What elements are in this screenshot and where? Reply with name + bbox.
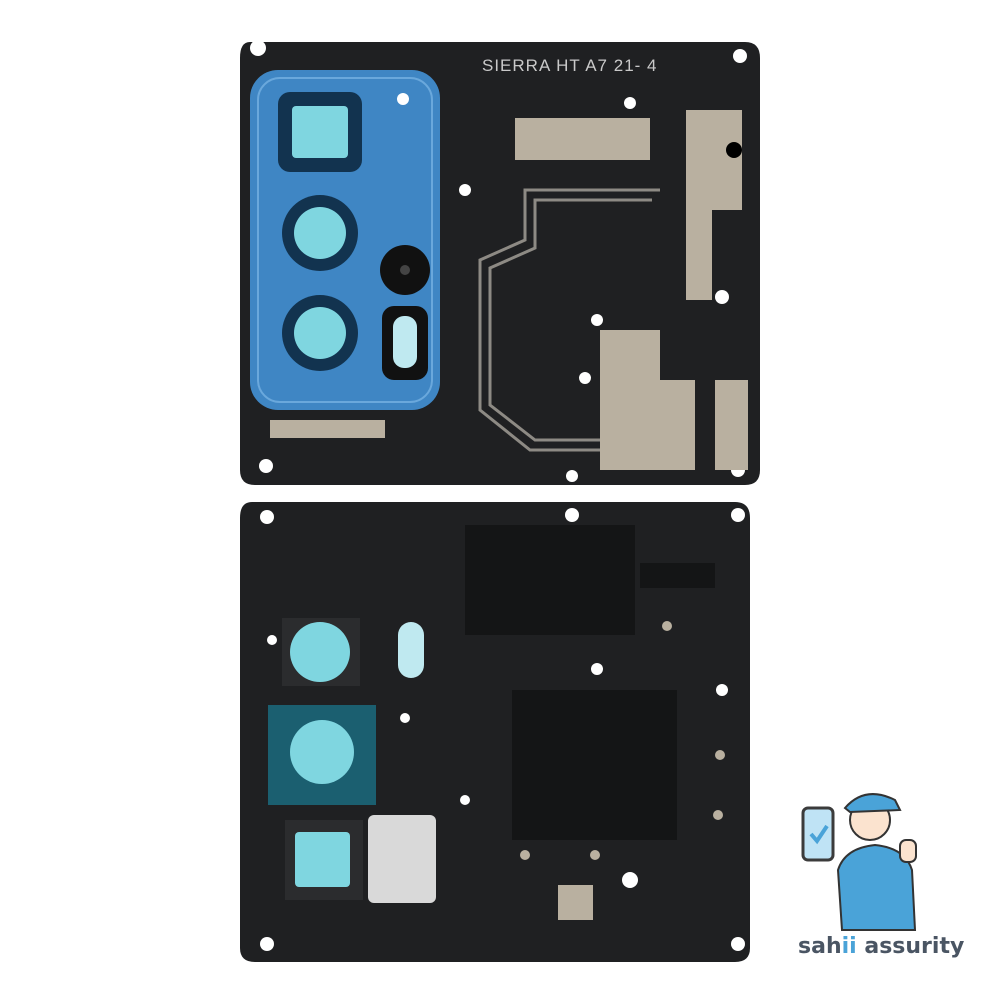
lens-glass <box>290 622 350 682</box>
bottom-plate <box>240 502 750 962</box>
lens-glass <box>292 106 348 158</box>
brand-logo-text: sahii assurity <box>798 934 964 959</box>
shield-tape <box>515 118 650 160</box>
logo-text-suffix: assurity <box>856 934 965 959</box>
camera-cover <box>250 70 440 410</box>
logo-text-prefix: sah <box>798 934 842 959</box>
logo-mascot <box>801 793 917 931</box>
logo-text-highlight: ii <box>841 934 857 959</box>
engraving-text: SIERRA HT A7 21- 4 <box>482 56 657 75</box>
